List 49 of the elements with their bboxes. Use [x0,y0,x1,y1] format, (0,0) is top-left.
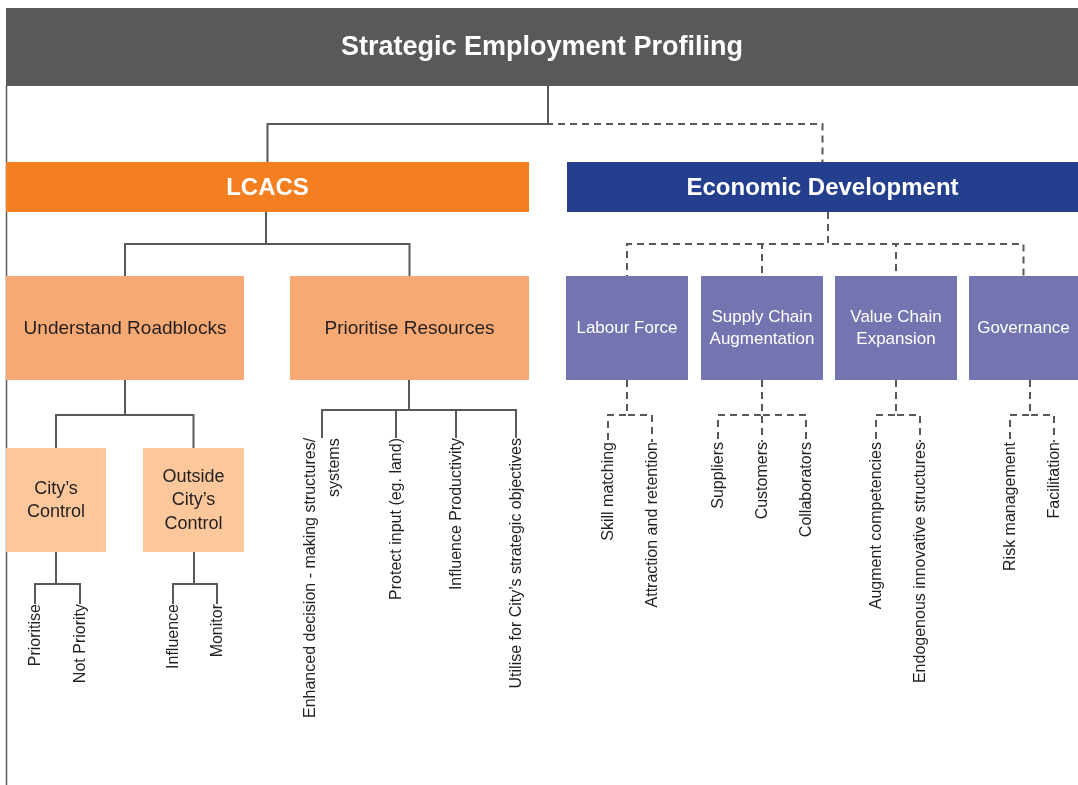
leaf-label: Facilitation [1042,442,1066,519]
box-label: Strategic Employment Profiling [340,30,744,64]
connector-line [265,211,411,277]
box-label: Outside City’s Control [161,464,226,535]
connector-line [626,379,653,443]
leaf-label: Customers [750,442,774,520]
leaf-label: Monitor [205,604,229,658]
category-box [6,448,106,552]
connector-line [408,379,517,439]
leaf-label: Protect input (eg. land) [384,438,408,600]
connector-line [547,85,824,163]
category-box [290,276,529,380]
leaf-label: Risk management [998,442,1022,571]
category-box [835,276,957,380]
box-label: Understand Roadblocks [23,315,227,340]
leaf-label: Attraction and retention [640,442,664,608]
connector-line [124,379,195,449]
leaf-label: Influence Productivity [444,438,468,591]
leaf-label: Suppliers [706,442,730,509]
box-label: Economic Development [686,172,959,203]
leaf-label: Augment competencies [864,442,888,610]
category-box [143,448,244,552]
connector-line [1029,379,1055,443]
box-label: Prioritise Resources [324,315,495,340]
box-label: Governance [977,316,1070,339]
leaf-label: Not Priority [68,604,92,684]
category-bar [6,162,529,212]
leaf-label: Skill matching [596,442,620,541]
connector-line [895,379,921,443]
leaf-label: Endogenous innovative structures [908,442,932,684]
leaf-label: Influence [161,604,185,669]
category-box [969,276,1078,380]
box-label: Supply Chain Augmentation [708,305,816,350]
connector-line [55,551,81,605]
box-label: City’s Control [26,476,86,523]
connector-line [827,211,1025,277]
title-bar [6,8,1078,86]
category-box [6,276,244,380]
leaf-label: Collaborators [794,442,818,538]
category-bar [567,162,1078,212]
leaf-label: Utilise for City’s strategic objectives [504,438,528,689]
box-label: LCACS [226,172,309,203]
category-box [566,276,688,380]
box-label: Labour Force [576,316,678,339]
connector-line [193,551,218,605]
leaf-label: Enhanced decision - making structures/ systems [298,438,346,768]
leaf-label: Prioritise [23,604,47,667]
box-label: Value Chain Expansion [849,305,943,350]
category-box [701,276,823,380]
